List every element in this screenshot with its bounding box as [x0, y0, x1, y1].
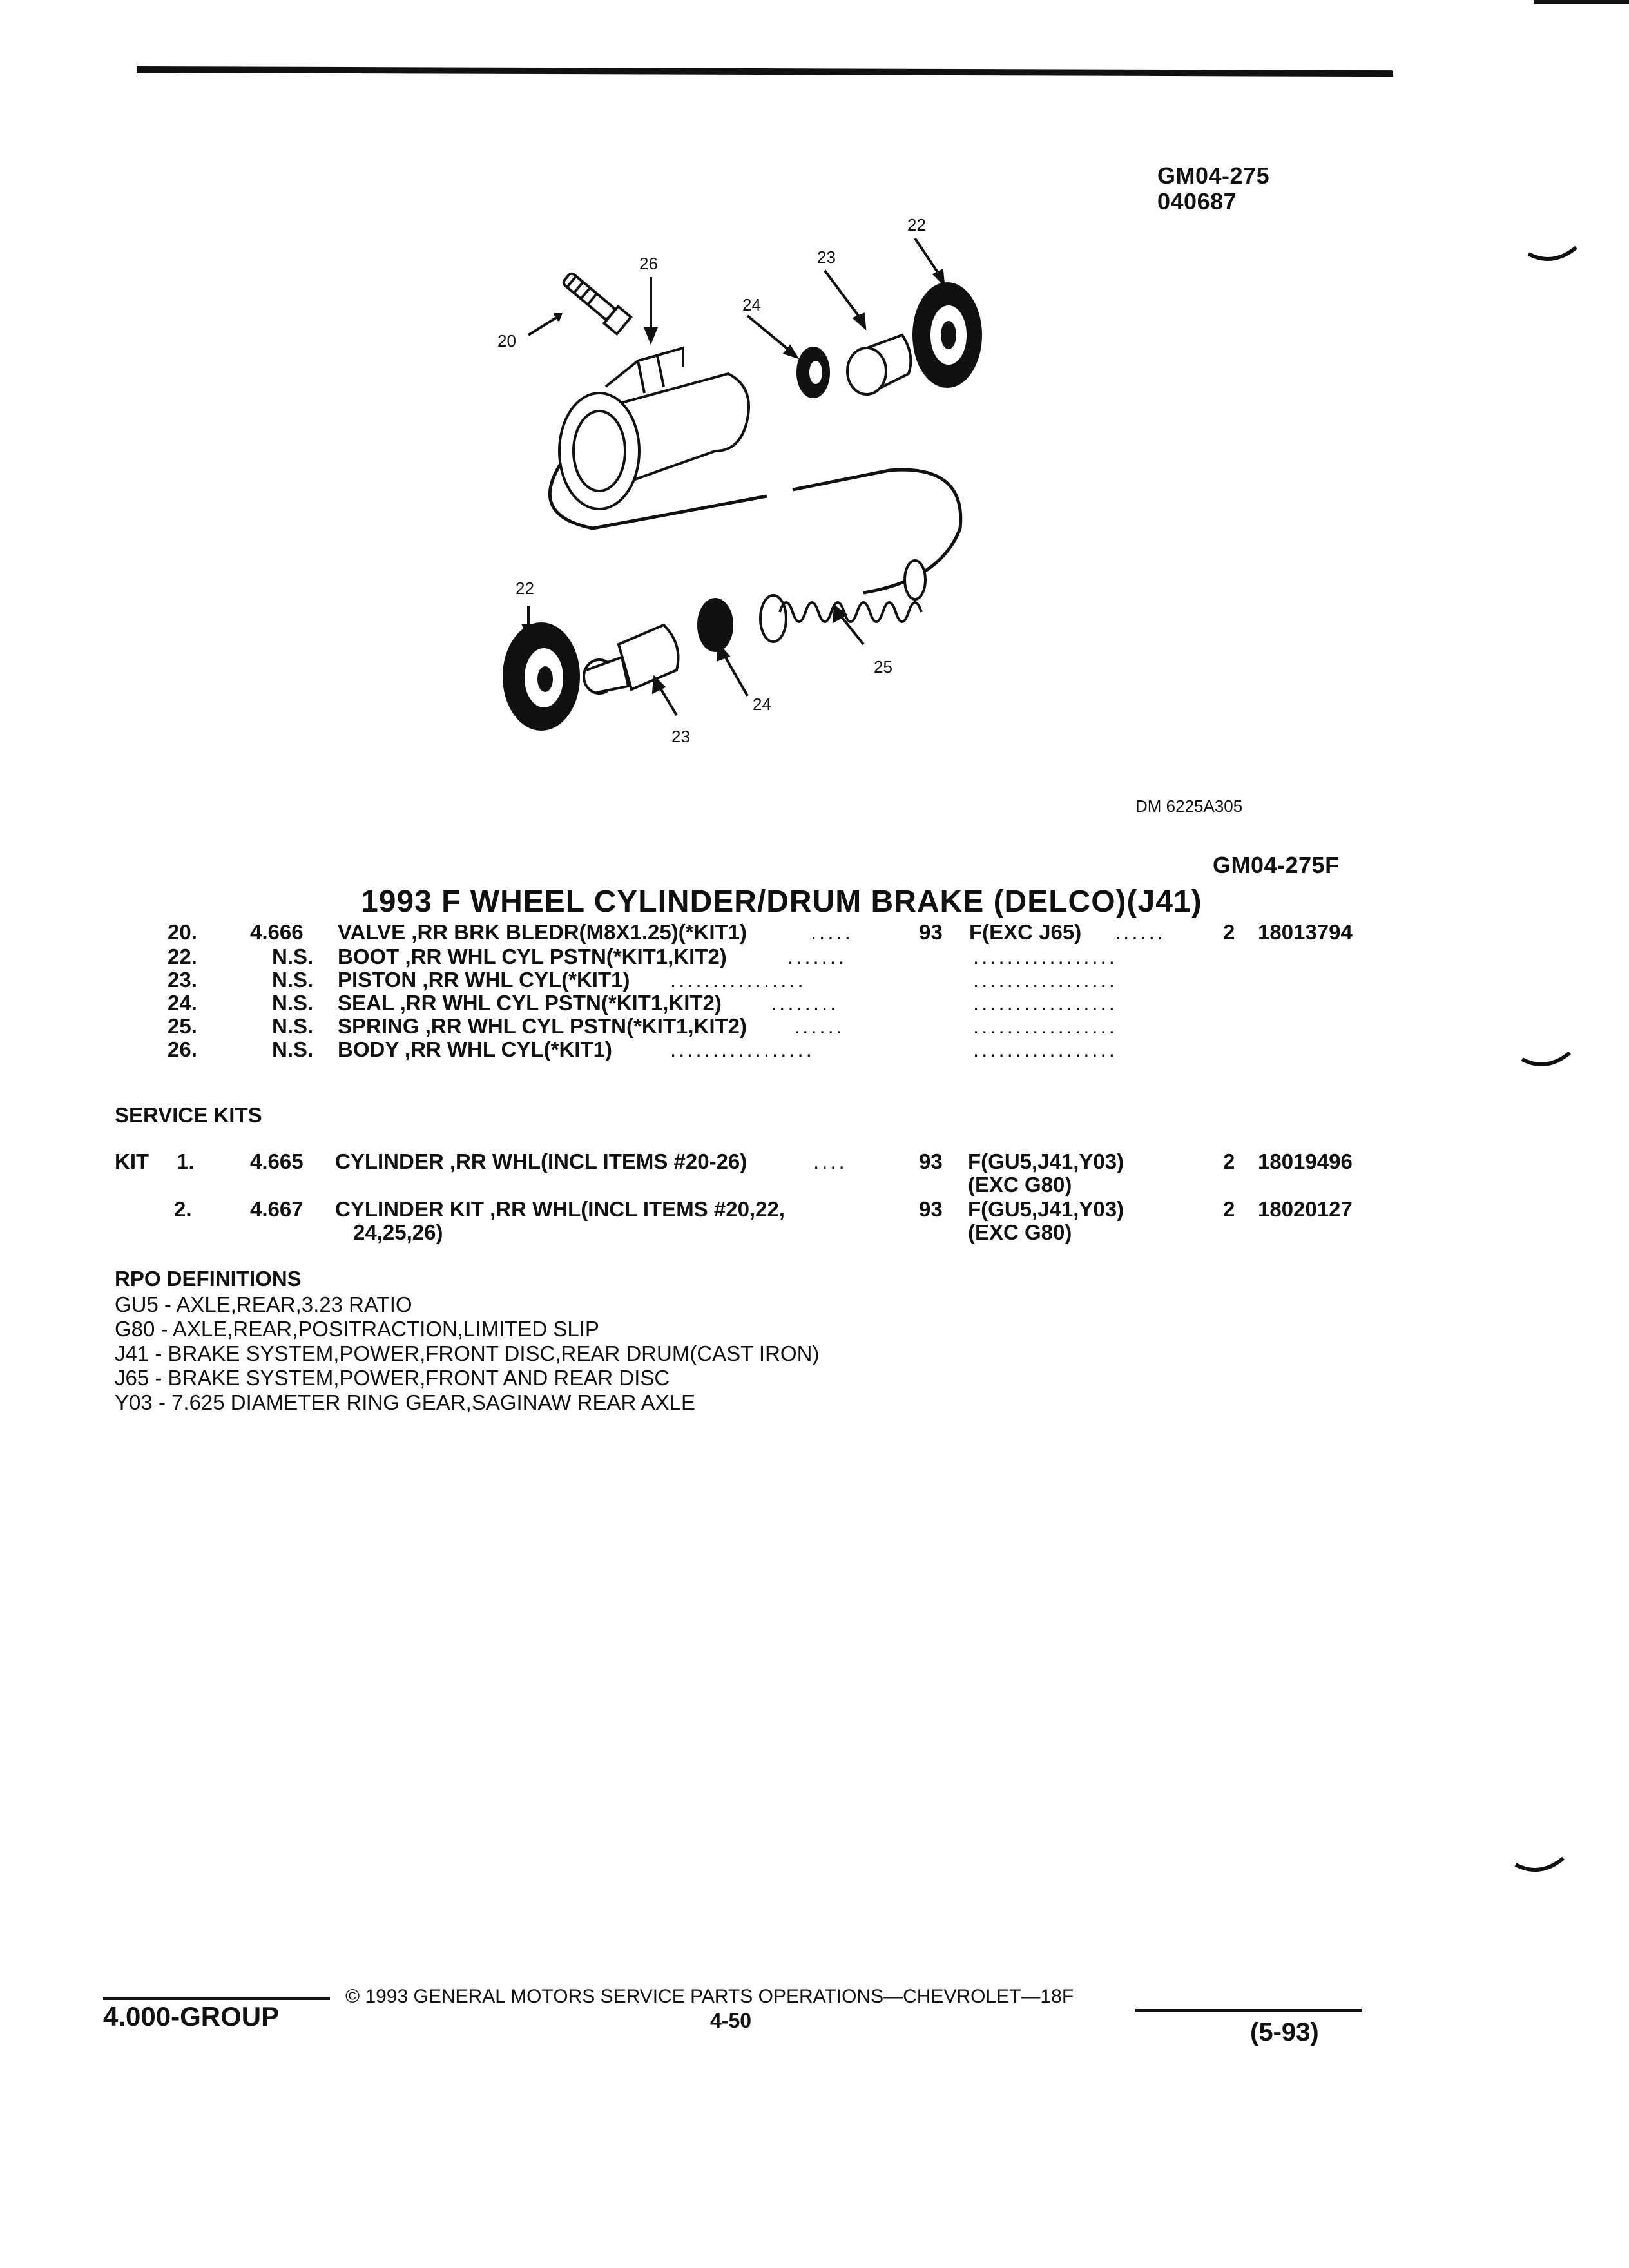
rpo-line: J65 - BRAKE SYSTEM,POWER,FRONT AND REAR …: [115, 1366, 670, 1390]
footer-rule-left: [103, 1997, 330, 2000]
footer-rule-right: [1135, 2009, 1362, 2012]
part-row: 20. 4.666 VALVE ,RR BRK BLEDR(M8X1.25)(*…: [168, 920, 1353, 944]
section-title: 1993 F WHEEL CYLINDER/DRUM BRAKE (DELCO)…: [361, 885, 1202, 919]
exploded-diagram: 20 26 24 23 22 22 25 24 23: [497, 215, 982, 746]
catalog-code: GM04-275: [1157, 162, 1270, 189]
part-row: 24. N.S. SEAL ,RR WHL CYL PSTN(*KIT1,KIT…: [168, 991, 1117, 1015]
label-25: 25: [874, 657, 892, 677]
label-23-bottom: 23: [671, 727, 690, 746]
label-24-bottom: 24: [753, 695, 771, 714]
label-24-top: 24: [742, 295, 761, 314]
label-22-bottom: 22: [516, 579, 534, 598]
header-rule: [136, 66, 1394, 77]
label-26: 26: [639, 254, 658, 273]
margin-mark-2: [1521, 1051, 1571, 1066]
part-row: 26. N.S. BODY ,RR WHL CYL(*KIT1) .......…: [168, 1037, 1117, 1061]
kit-row: KIT 1. 4.665 CYLINDER ,RR WHL(INCL ITEMS…: [115, 1149, 1353, 1173]
margin-mark-1: [1527, 245, 1577, 261]
kit-row: 2. 4.667 CYLINDER KIT ,RR WHL(INCL ITEMS…: [174, 1197, 1353, 1221]
label-22-top: 22: [907, 215, 926, 235]
corner-rule: [1534, 0, 1629, 4]
rpo-line: J41 - BRAKE SYSTEM,POWER,FRONT DISC,REAR…: [115, 1341, 820, 1365]
piston-bottom-drawing: [583, 623, 680, 695]
part-row: 25. N.S. SPRING ,RR WHL CYL PSTN(*KIT1,K…: [168, 1014, 1117, 1038]
part-row: 23. N.S. PISTON ,RR WHL CYL(*KIT1) .....…: [168, 968, 1117, 992]
revision-date: (5-93): [1250, 2018, 1319, 2046]
kit-row-continued: 24,25,26) (EXC G80): [353, 1220, 1072, 1244]
label-20: 20: [497, 331, 516, 351]
rpo-heading: RPO DEFINITIONS: [115, 1267, 302, 1291]
section-ref-code: GM04-275F: [1213, 852, 1340, 878]
kit-row-continued: (EXC G80): [968, 1173, 1072, 1196]
cylinder-body-drawing: [558, 346, 750, 510]
group-code: 4.000-GROUP: [103, 2001, 280, 2032]
service-kits-heading: SERVICE KITS: [115, 1103, 262, 1127]
seal-bottom-drawing: [697, 598, 733, 652]
rpo-line: G80 - AXLE,REAR,POSITRACTION,LIMITED SLI…: [115, 1317, 599, 1341]
label-23-top: 23: [817, 247, 836, 267]
catalog-date-code: 040687: [1157, 188, 1237, 215]
copyright-line: © 1993 GENERAL MOTORS SERVICE PARTS OPER…: [345, 1986, 1074, 2007]
page-number: 4-50: [710, 2009, 752, 2032]
rpo-line: Y03 - 7.625 DIAMETER RING GEAR,SAGINAW R…: [115, 1390, 696, 1414]
part-row: 22. N.S. BOOT ,RR WHL CYL PSTN(*KIT1,KIT…: [168, 945, 1117, 968]
diagram-id: DM 6225A305: [1135, 796, 1243, 816]
piston-top-drawing: [846, 333, 912, 396]
margin-mark-3: [1514, 1856, 1565, 1872]
bleeder-valve-drawing: [562, 272, 633, 336]
rpo-line: GU5 - AXLE,REAR,3.23 RATIO: [115, 1293, 412, 1316]
spring-drawing: [759, 559, 927, 643]
